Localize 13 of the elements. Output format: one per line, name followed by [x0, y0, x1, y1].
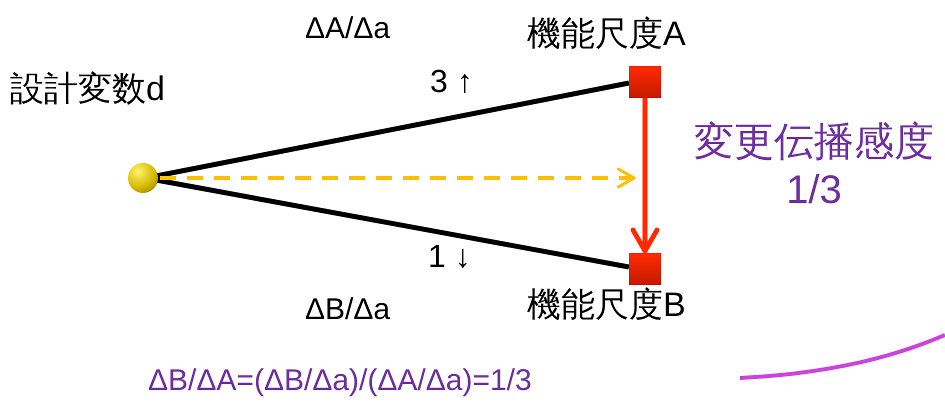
edge-label: 変更伝播感度 1/3 — [693, 119, 935, 214]
annotation-text: 1 ↓ — [428, 239, 471, 274]
connector-line — [156, 178, 630, 270]
node-label: 設計変数d — [10, 71, 165, 108]
node-label: 機能尺度A — [527, 16, 686, 54]
dashed-arrow — [160, 168, 636, 188]
annotation-text: ΔA/Δa — [305, 12, 390, 45]
annotation-text: 3 ↑ — [430, 64, 473, 100]
formula-text: ΔB/ΔA=(ΔB/Δa)/(ΔA/Δa)=1/3 — [148, 364, 532, 397]
annotation-text: ΔB/Δa — [305, 293, 390, 326]
node-label: 機能尺度B — [527, 287, 686, 324]
connector-line — [156, 80, 630, 178]
arrow — [630, 98, 660, 254]
